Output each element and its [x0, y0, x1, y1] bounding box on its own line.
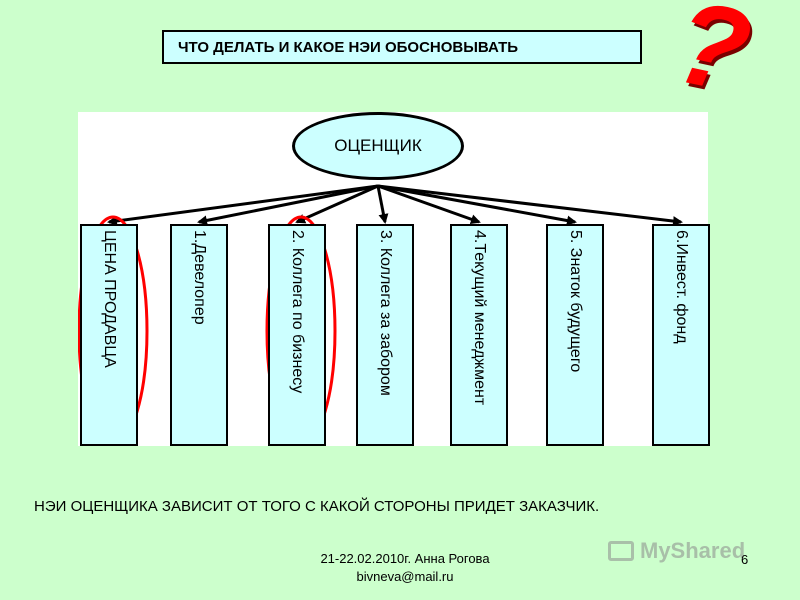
column-label: 4.Текущий менеджмент: [471, 230, 488, 406]
column-seller-price: ЦЕНА ПРОДАВЦА: [80, 224, 138, 446]
conclusion-text: НЭИ ОЦЕНЩИКА ЗАВИСИТ ОТ ТОГО С КАКОЙ СТО…: [34, 498, 600, 515]
connector-arrow: [197, 184, 379, 226]
connector-arrow: [377, 184, 683, 227]
column-label: 1.Девелопер: [191, 230, 208, 325]
column-neighbor-colleague: 3. Коллега за забором: [356, 224, 414, 446]
column-label: 5. Знаток будущего: [567, 230, 584, 373]
root-node-appraiser: ОЦЕНЩИК: [292, 112, 464, 180]
question-mark-icon: ?: [663, 0, 762, 120]
column-label: 2. Коллега по бизнесу: [289, 230, 306, 394]
connector-arrow: [295, 184, 379, 224]
root-node-label: ОЦЕНЩИК: [334, 136, 422, 155]
column-investment-fund: 6.Инвест. фонд: [652, 224, 710, 446]
diagram-connectors: [78, 184, 683, 446]
footer-author: 21-22.02.2010г. Анна Рогова bivneva@mail…: [280, 550, 530, 586]
column-future-expert: 5. Знаток будущего: [546, 224, 604, 446]
monitor-icon: [608, 541, 634, 561]
column-developer: 1.Девелопер: [170, 224, 228, 446]
diagram: ОЦЕНЩИК ЦЕНА ПРОДАВЦА 1.Девелопер 2. Кол…: [78, 112, 710, 446]
footer-date-author: 21-22.02.2010г. Анна Рогова: [320, 551, 490, 566]
column-label: 3. Коллега за забором: [377, 230, 394, 396]
watermark: MyShared: [608, 538, 745, 564]
column-label: 6.Инвест. фонд: [673, 230, 690, 344]
slide-title: ЧТО ДЕЛАТЬ И КАКОЕ НЭИ ОБОСНОВЫВАТЬ: [162, 30, 642, 64]
connector-arrow: [377, 184, 481, 225]
column-current-management: 4.Текущий менеджмент: [450, 224, 508, 446]
page-number: 6: [741, 552, 749, 567]
connector-arrow: [377, 184, 577, 226]
watermark-text: MyShared: [640, 538, 746, 563]
connector-arrow: [376, 185, 389, 224]
column-business-colleague: 2. Коллега по бизнесу: [268, 224, 326, 446]
footer-email: bivneva@mail.ru: [356, 569, 454, 585]
connector-arrow: [107, 184, 379, 226]
column-label: ЦЕНА ПРОДАВЦА: [101, 230, 118, 368]
slide-title-text: ЧТО ДЕЛАТЬ И КАКОЕ НЭИ ОБОСНОВЫВАТЬ: [178, 38, 519, 56]
